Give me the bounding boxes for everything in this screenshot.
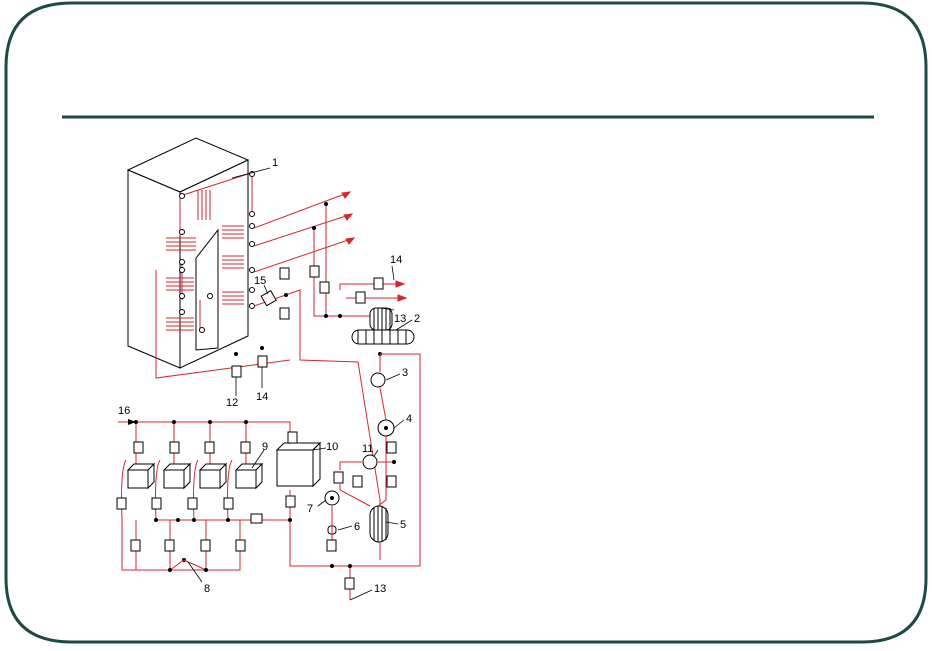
label-8: 8 [204, 583, 210, 595]
label-5: 5 [400, 519, 406, 531]
label-13-bottom: 13 [374, 583, 386, 595]
label-12: 12 [226, 397, 238, 409]
label-2: 2 [414, 313, 420, 325]
junctions-lower [134, 420, 396, 572]
equipment-right [275, 307, 415, 543]
label-6: 6 [354, 521, 360, 533]
cabinet-unit [126, 137, 250, 369]
valves-top [231, 265, 384, 378]
label-16: 16 [118, 405, 130, 417]
label-14-left: 14 [256, 391, 268, 403]
label-15: 15 [254, 275, 266, 287]
label-13-top: 13 [394, 313, 406, 325]
label-11: 11 [362, 443, 373, 455]
leader-lines [187, 167, 413, 601]
tanks-9 [126, 462, 264, 490]
piping-lower [118, 353, 421, 600]
valves-lower [116, 431, 397, 590]
label-9: 9 [262, 441, 268, 453]
label-7: 7 [307, 503, 313, 515]
label-10: 10 [326, 441, 338, 453]
label-3: 3 [402, 367, 408, 379]
slide-frame [4, 1, 928, 644]
label-4: 4 [406, 413, 412, 425]
number-labels: 1 2 3 4 5 6 7 8 9 10 11 12 13 13 14 14 1… [118, 157, 420, 595]
cabinet-coils [155, 171, 291, 379]
arrow-16 [128, 419, 136, 425]
label-1: 1 [272, 157, 278, 169]
label-14-top: 14 [390, 254, 402, 266]
